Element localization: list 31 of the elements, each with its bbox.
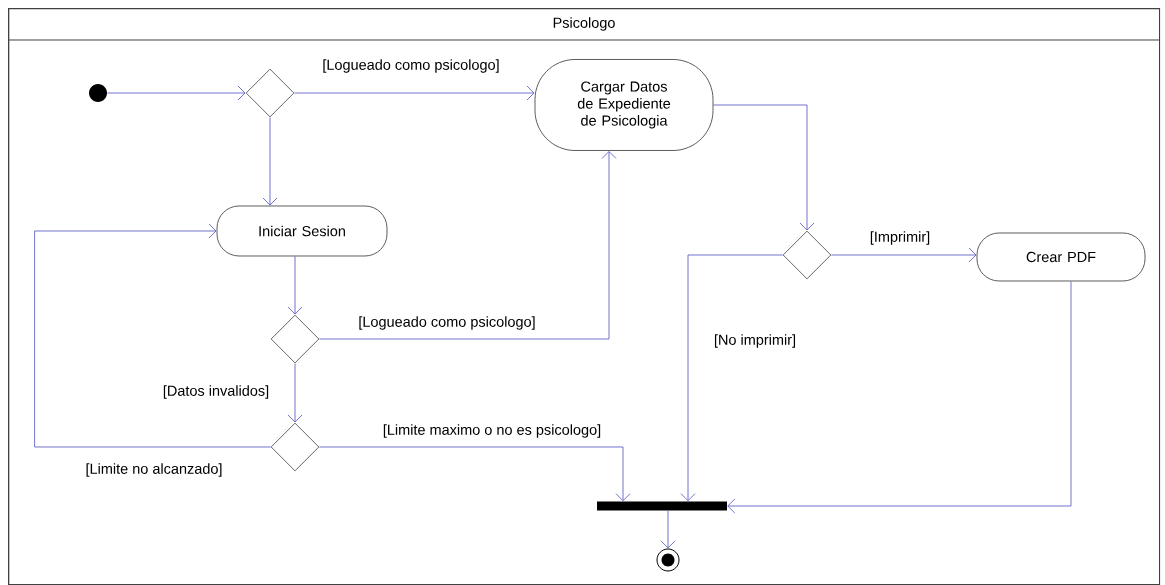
edge-label: [No imprimir] xyxy=(712,333,798,349)
edge-label: [Datos invalidos] xyxy=(161,384,271,400)
decision-diamond xyxy=(270,314,320,364)
arrow xyxy=(262,117,278,206)
fork-bar xyxy=(597,501,727,511)
decision-diamond xyxy=(245,68,295,118)
edge-label: [Limite maximo o no es psicologo] xyxy=(381,423,603,439)
arrow xyxy=(680,254,783,502)
arrow xyxy=(294,85,535,101)
lane-title: Psicologo xyxy=(553,17,615,31)
arrow xyxy=(713,104,815,231)
arrow xyxy=(660,510,676,549)
edge-label: [Logueado como psicologo] xyxy=(357,315,537,331)
arrow xyxy=(34,223,271,448)
arrow xyxy=(727,281,1072,514)
initial-node xyxy=(89,84,107,102)
edge-label: [Imprimir] xyxy=(868,230,932,246)
arrow xyxy=(319,446,631,502)
action-box: Cargar Datos de Expediente de Psicologia xyxy=(534,59,714,151)
arrow xyxy=(319,151,617,340)
edge-label: [Limite no alcanzado] xyxy=(84,462,224,478)
arrow xyxy=(106,85,246,101)
edge-label: [Logueado como psicologo] xyxy=(321,58,501,74)
arrow xyxy=(287,256,303,315)
action-box: Iniciar Sesion xyxy=(216,205,388,257)
final-node xyxy=(656,548,680,572)
decision-diamond xyxy=(270,422,320,472)
arrow xyxy=(287,363,303,423)
arrow xyxy=(831,247,977,263)
action-box: Crear PDF xyxy=(976,232,1146,282)
decision-diamond xyxy=(782,230,832,280)
